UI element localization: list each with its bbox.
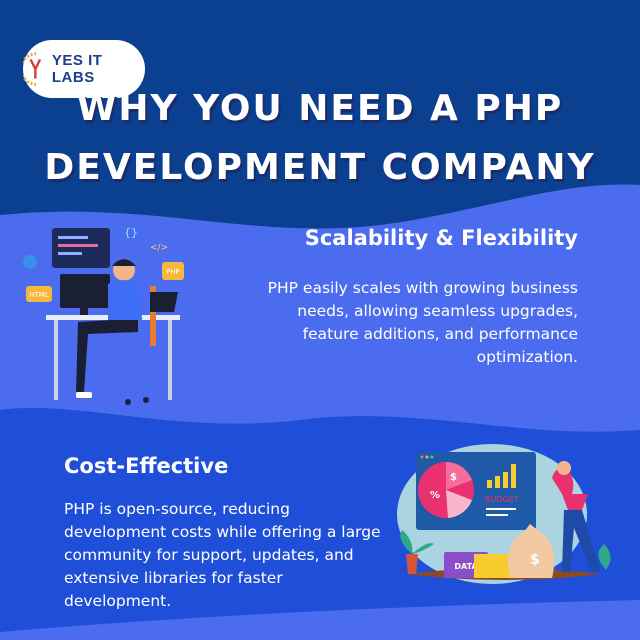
gear-icon (23, 255, 37, 269)
section-body-scalability: PHP easily scales with growing business … (267, 279, 578, 366)
html-label: HTML (29, 291, 49, 299)
percent-label: % (430, 490, 440, 501)
logo-mark-icon (23, 52, 42, 86)
page-title-line-1: WHY YOU NEED A PHP (76, 88, 564, 129)
braces-label: {} (124, 226, 138, 239)
php-label: PHP (166, 268, 180, 276)
money-bag-dollar: $ (530, 552, 540, 568)
section-body-cost-effective: PHP is open-source, reducing development… (64, 500, 381, 610)
page-title-line-2: DEVELOPMENT COMPANY (44, 147, 596, 188)
dollar-label: $ (450, 472, 457, 483)
logo-text: YES IT LABS (51, 52, 103, 86)
budget-illustration: $ % BUDGET DATA $ (397, 444, 611, 584)
developer-illustration: HTML PHP {} </> (23, 226, 184, 405)
code-tag-label: </> (150, 243, 168, 253)
section-heading-scalability: Scalability & Flexibility (304, 226, 578, 250)
section-heading-cost-effective: Cost-Effective (64, 454, 229, 478)
data-label: DATA (454, 562, 478, 571)
company-logo: YES IT LABS (23, 40, 145, 98)
budget-label: BUDGET (485, 495, 519, 504)
